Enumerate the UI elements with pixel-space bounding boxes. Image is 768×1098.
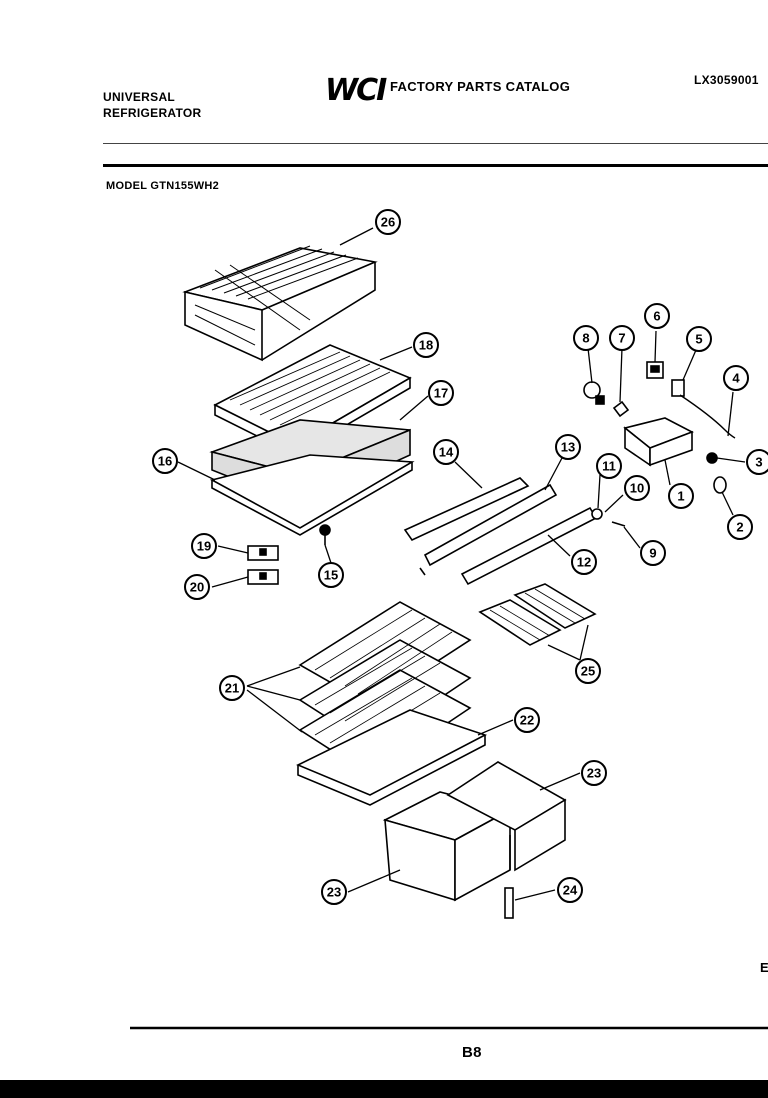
callout-20: 20 (184, 574, 210, 600)
callout-7: 7 (609, 325, 635, 351)
callout-label: 18 (419, 338, 433, 353)
callout-25: 25 (575, 658, 601, 684)
callout-14: 14 (433, 439, 459, 465)
callout-5: 5 (686, 326, 712, 352)
callout-label: 20 (190, 580, 204, 595)
rail-parts (403, 477, 598, 586)
callout-label: 11 (602, 459, 616, 474)
callout-6: 6 (644, 303, 670, 329)
callout-label: 23 (587, 766, 601, 781)
callout-23: 23 (581, 760, 607, 786)
callout-label: 17 (434, 386, 448, 401)
callout-label: 7 (618, 331, 625, 346)
callout-label: 14 (439, 445, 454, 460)
callout-26: 26 (375, 209, 401, 235)
freezer-shelf-part (182, 245, 378, 362)
callout-21: 21 (219, 675, 245, 701)
callout-3: 3 (746, 449, 768, 475)
callout-18: 18 (413, 332, 439, 358)
callout-label: 19 (197, 539, 211, 554)
callout-label: 9 (649, 546, 656, 561)
callout-11: 11 (596, 453, 622, 479)
clip-parts (247, 545, 279, 585)
callout-label: 12 (577, 555, 591, 570)
crisper-frame-part (209, 454, 415, 536)
edge-letter: E (760, 960, 768, 975)
callout-13: 13 (555, 434, 581, 460)
callout-label: 26 (381, 215, 395, 230)
callout-label: 10 (630, 481, 644, 496)
crisper-drawer-parts (382, 761, 567, 902)
callout-23: 23 (321, 879, 347, 905)
callout-label: 8 (582, 331, 589, 346)
callout-24: 24 (557, 877, 583, 903)
callout-22: 22 (514, 707, 540, 733)
callout-label: 21 (225, 681, 239, 696)
crisper-cover-part (296, 709, 488, 806)
callout-16: 16 (152, 448, 178, 474)
catalog-title: FACTORY PARTS CATALOG (390, 79, 571, 94)
model-number: MODEL GTN155WH2 (106, 180, 220, 192)
callout-8: 8 (573, 325, 599, 351)
callout-label: 4 (732, 371, 740, 386)
callout-4: 4 (723, 365, 749, 391)
callout-label: 3 (755, 455, 762, 470)
brand-line-2: REFRIGERATOR (103, 106, 202, 120)
callout-10: 10 (624, 475, 650, 501)
callout-1: 1 (668, 483, 694, 509)
callout-label: 24 (563, 883, 578, 898)
callout-label: 16 (158, 454, 172, 469)
header-rule (103, 164, 768, 167)
callout-label: 6 (653, 309, 660, 324)
page-number: B8 (462, 1044, 482, 1061)
callout-label: 15 (324, 568, 338, 583)
callout-label: 23 (327, 885, 341, 900)
wci-logo: WCI (325, 73, 387, 108)
ice-tray-parts (478, 583, 597, 646)
callout-17: 17 (428, 380, 454, 406)
callout-label: 13 (561, 440, 575, 455)
crisper-divider-part (504, 887, 514, 919)
callout-12: 12 (571, 549, 597, 575)
brand-line-1: UNIVERSAL (103, 90, 176, 104)
callout-9: 9 (640, 540, 666, 566)
leader-lines (177, 227, 746, 901)
callout-label: 25 (581, 664, 595, 679)
callout-15: 15 (318, 562, 344, 588)
screw-part (319, 524, 331, 545)
part-number: LX3059001 (694, 73, 759, 87)
callout-label: 2 (736, 520, 743, 535)
callout-2: 2 (727, 514, 753, 540)
header-rule-thin (103, 143, 768, 144)
callout-label: 1 (677, 489, 684, 504)
light-assembly-parts (583, 361, 736, 527)
callout-label: 22 (520, 713, 534, 728)
callout-19: 19 (191, 533, 217, 559)
callout-label: 5 (695, 332, 702, 347)
